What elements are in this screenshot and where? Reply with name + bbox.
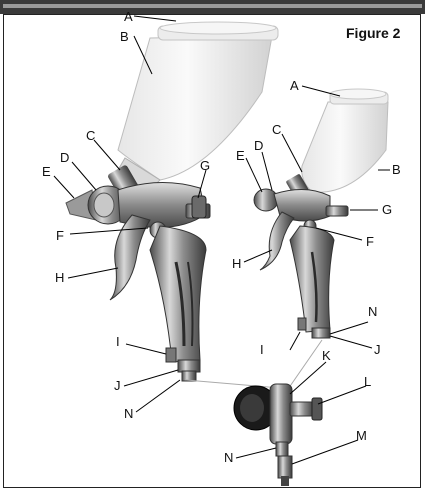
label-c-small: C bbox=[272, 122, 281, 137]
figure-title: Figure 2 bbox=[346, 25, 401, 41]
label-f-large: F bbox=[56, 228, 64, 243]
label-n-small: N bbox=[368, 304, 377, 319]
air-regulator bbox=[186, 340, 322, 486]
label-n-regulator: N bbox=[224, 450, 233, 465]
label-j-large: J bbox=[114, 378, 121, 393]
label-j-small: J bbox=[374, 342, 381, 357]
small-air-inlet bbox=[312, 328, 330, 338]
label-d-small: D bbox=[254, 138, 263, 153]
label-i-large: I bbox=[116, 334, 120, 349]
label-d-large: D bbox=[60, 150, 69, 165]
small-air-valve bbox=[298, 318, 306, 330]
small-cup bbox=[302, 89, 388, 192]
label-a-large: A bbox=[124, 9, 133, 24]
large-handle bbox=[150, 226, 206, 362]
label-k: K bbox=[322, 348, 331, 363]
large-spray-gun bbox=[66, 22, 278, 381]
label-g-small: G bbox=[382, 202, 392, 217]
label-c-large: C bbox=[86, 128, 95, 143]
hose-fitting bbox=[278, 456, 292, 478]
label-f-small: F bbox=[366, 234, 374, 249]
label-m: M bbox=[356, 428, 367, 443]
large-trigger bbox=[110, 215, 150, 300]
large-air-inlet bbox=[178, 360, 200, 372]
small-fluid-adjuster bbox=[326, 206, 348, 216]
small-trigger bbox=[260, 212, 294, 270]
label-a-small: A bbox=[290, 78, 299, 93]
label-b-large: B bbox=[120, 29, 129, 44]
label-g-large: G bbox=[200, 158, 210, 173]
label-l: L bbox=[364, 374, 371, 389]
label-h-large: H bbox=[55, 270, 64, 285]
label-b-small: B bbox=[392, 162, 401, 177]
label-n-large: N bbox=[124, 406, 133, 421]
small-handle bbox=[290, 226, 334, 332]
label-i-small: I bbox=[260, 342, 264, 357]
small-air-cap bbox=[254, 189, 278, 211]
label-h-small: H bbox=[232, 256, 241, 271]
large-cup bbox=[118, 22, 278, 192]
label-e-large: E bbox=[42, 164, 51, 179]
large-fluid-knob bbox=[192, 196, 206, 218]
large-air-valve bbox=[166, 348, 176, 362]
label-e-small: E bbox=[236, 148, 245, 163]
